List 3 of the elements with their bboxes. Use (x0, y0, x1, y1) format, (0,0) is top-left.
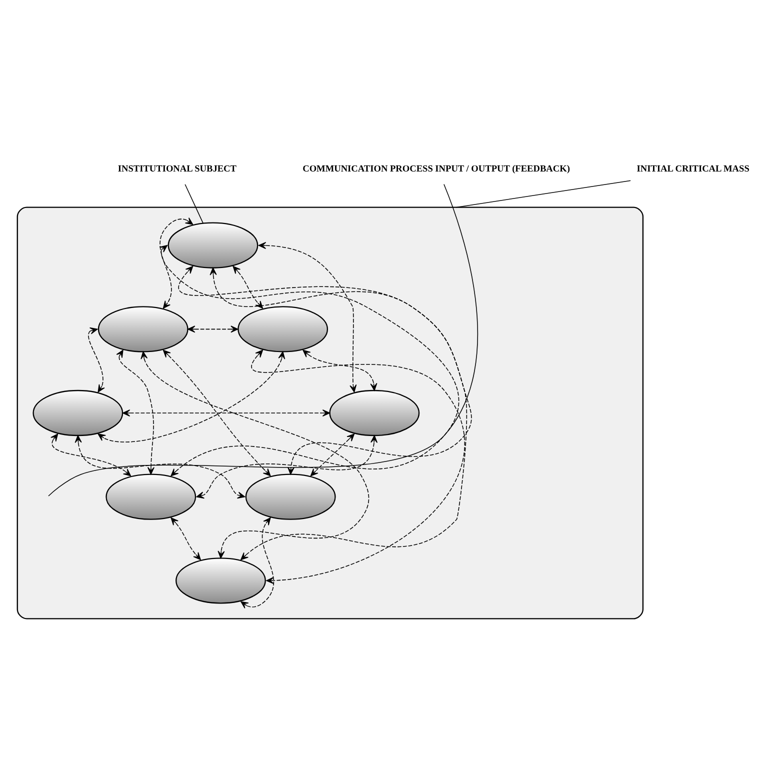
node-text: COMMUNICATION PROCESS INPUT / OUTPUT (FEEDBACK) (302, 164, 570, 175)
node-text: INSTITUTIONAL SUBJECT (118, 164, 236, 175)
node-text: INITIAL CRITICAL MASS (636, 164, 750, 175)
